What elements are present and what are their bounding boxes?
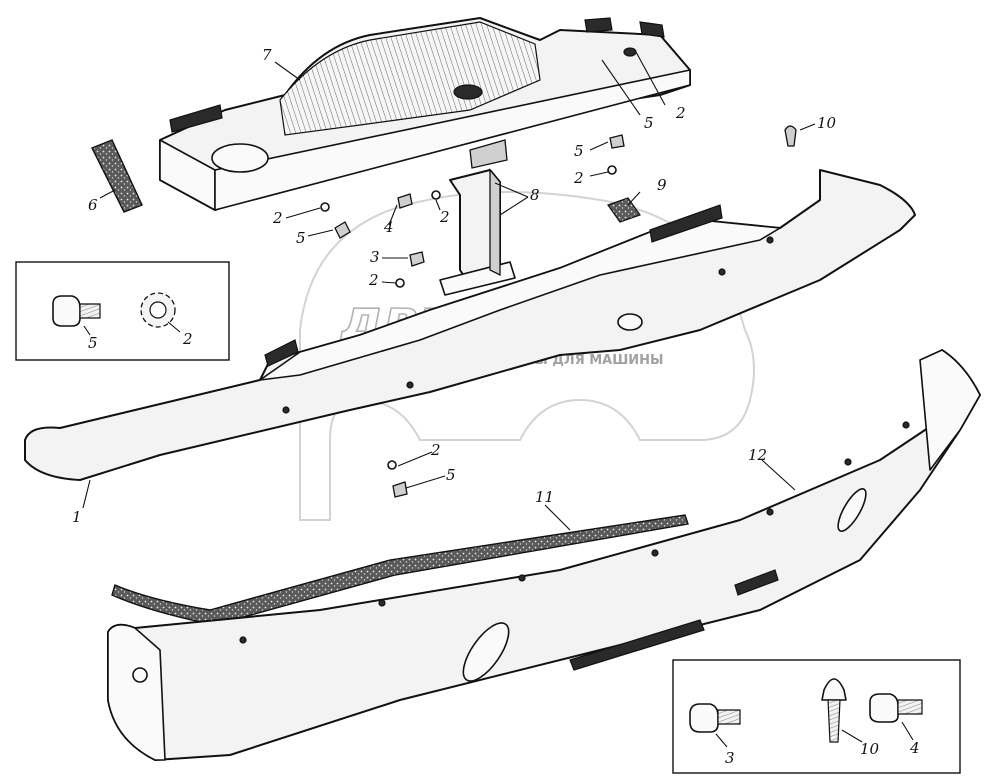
inset-right-callout-10: 10 — [860, 740, 880, 758]
watermark-car-outline — [299, 191, 755, 521]
inset-right-bolt-3 — [689, 703, 741, 733]
callout-2b: 2 — [573, 169, 584, 187]
inset-left-washer — [140, 292, 176, 328]
inset-right-bolt-4 — [869, 693, 923, 723]
inset-right: 3 10 4 — [672, 659, 961, 774]
inset-left-callout-5: 5 — [88, 334, 98, 352]
callout-4: 4 — [383, 218, 394, 236]
callout-5d: 5 — [446, 466, 456, 484]
part-11-strip — [111, 514, 689, 626]
callout-3: 3 — [370, 248, 380, 266]
inset-right-callout-4: 4 — [909, 739, 920, 757]
part-12-outer-bumper — [107, 349, 981, 761]
leader-lines — [82, 51, 816, 531]
callout-11: 11 — [535, 488, 554, 506]
callout-5c: 5 — [296, 229, 306, 247]
callout-2d: 2 — [439, 208, 450, 226]
callout-6: 6 — [88, 196, 98, 214]
small-fasteners — [320, 125, 797, 498]
inset-right-pin-10 — [821, 678, 847, 743]
callout-2e: 2 — [368, 271, 379, 289]
inset-left-callout-2: 2 — [182, 330, 193, 348]
callout-2a: 2 — [675, 104, 686, 122]
callout-7: 7 — [262, 46, 272, 64]
part-7-upper-panel — [159, 17, 691, 211]
callout-5a: 5 — [644, 114, 654, 132]
callout-8: 8 — [530, 186, 540, 204]
callout-10: 10 — [817, 114, 837, 132]
callout-5b: 5 — [574, 142, 584, 160]
callout-2c: 2 — [272, 209, 283, 227]
callout-2f: 2 — [430, 441, 441, 459]
inset-left-bolt — [52, 295, 101, 327]
callout-12: 12 — [748, 446, 767, 464]
inset-left: 5 2 — [15, 261, 230, 361]
callout-1: 1 — [72, 508, 82, 526]
part-6-plate — [91, 139, 143, 213]
callout-9: 9 — [657, 176, 667, 194]
part-9-clip — [607, 197, 641, 223]
inset-right-callout-3: 3 — [725, 749, 735, 767]
part-1-inner-panel — [24, 169, 916, 481]
part-8-bracket — [439, 168, 516, 296]
callouts: 7 6 2 5 5 2 9 10 2 5 4 2 3 2 8 2 5 1 11 … — [72, 46, 837, 526]
